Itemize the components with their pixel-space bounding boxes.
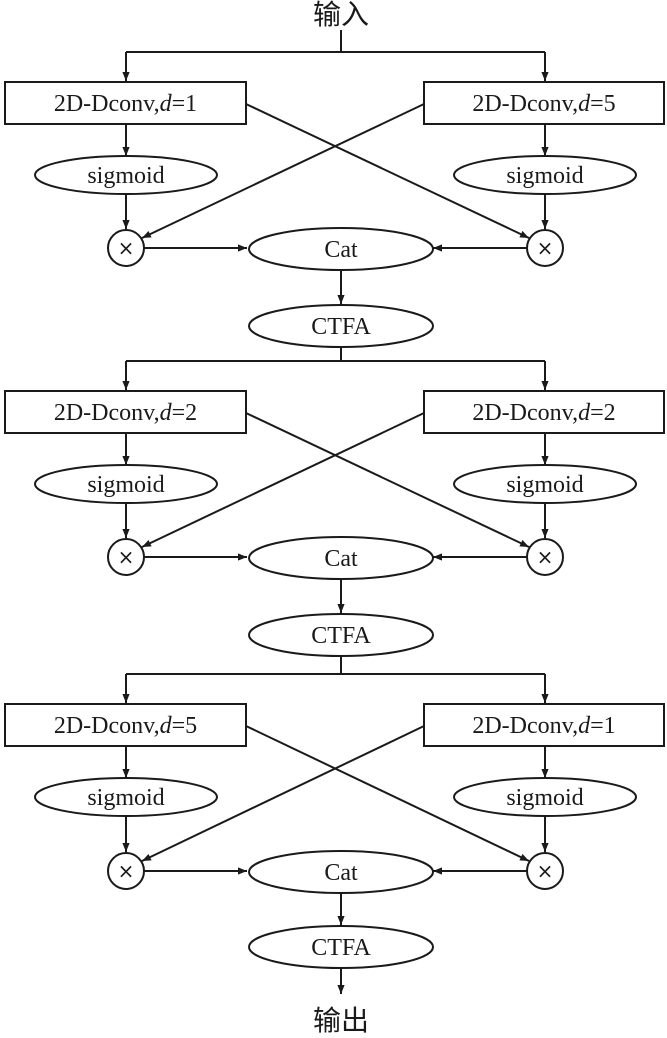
cross-line-right-to-left xyxy=(141,412,425,548)
block-2: 2D-Dconv,d=2 2D-Dconv,d=2 sigmoid sigmoi… xyxy=(4,360,665,657)
conv-box-right-label: 2D-Dconv,d=2 xyxy=(472,400,615,426)
conv-box-left-label: 2D-Dconv,d=1 xyxy=(54,91,197,117)
multiply-symbol-right: × xyxy=(537,859,554,883)
output-label: 输出 xyxy=(313,1004,369,1037)
sigmoid-label-right: sigmoid xyxy=(506,785,583,811)
conv-box-right-label: 2D-Dconv,d=1 xyxy=(472,713,615,739)
cross-line-left-to-right xyxy=(245,725,530,862)
cat-label: Cat xyxy=(324,546,358,572)
cross-line-right-to-left xyxy=(141,103,425,239)
conv-box-left xyxy=(4,390,247,434)
multiply-symbol-left: × xyxy=(118,545,135,569)
cat-label: Cat xyxy=(324,237,358,263)
sigmoid-label-left: sigmoid xyxy=(87,472,164,498)
cat-label: Cat xyxy=(324,860,358,886)
ctfa-label: CTFA xyxy=(311,623,371,649)
conv-box-left xyxy=(4,81,247,125)
sigmoid-label-right: sigmoid xyxy=(506,472,583,498)
block-3: 2D-Dconv,d=5 2D-Dconv,d=1 sigmoid sigmoi… xyxy=(4,673,665,969)
input-label: 输入 xyxy=(313,0,369,31)
cross-line-right-to-left xyxy=(141,725,425,862)
sigmoid-label-left: sigmoid xyxy=(87,163,164,189)
sigmoid-label-right: sigmoid xyxy=(506,163,583,189)
conv-box-left-label: 2D-Dconv,d=5 xyxy=(54,713,197,739)
conv-box-left-label: 2D-Dconv,d=2 xyxy=(54,400,197,426)
conv-box-right-label: 2D-Dconv,d=5 xyxy=(472,91,615,117)
block-1: 2D-Dconv,d=1 2D-Dconv,d=5 sigmoid sigmoi… xyxy=(4,51,665,348)
cross-line-left-to-right xyxy=(245,412,530,548)
multiply-symbol-left: × xyxy=(118,859,135,883)
multiply-symbol-left: × xyxy=(118,236,135,260)
sigmoid-label-left: sigmoid xyxy=(87,785,164,811)
multiply-symbol-right: × xyxy=(537,236,554,260)
cross-line-left-to-right xyxy=(245,103,530,239)
ctfa-label: CTFA xyxy=(311,314,371,340)
multiply-symbol-right: × xyxy=(537,545,554,569)
ctfa-label: CTFA xyxy=(311,935,371,961)
